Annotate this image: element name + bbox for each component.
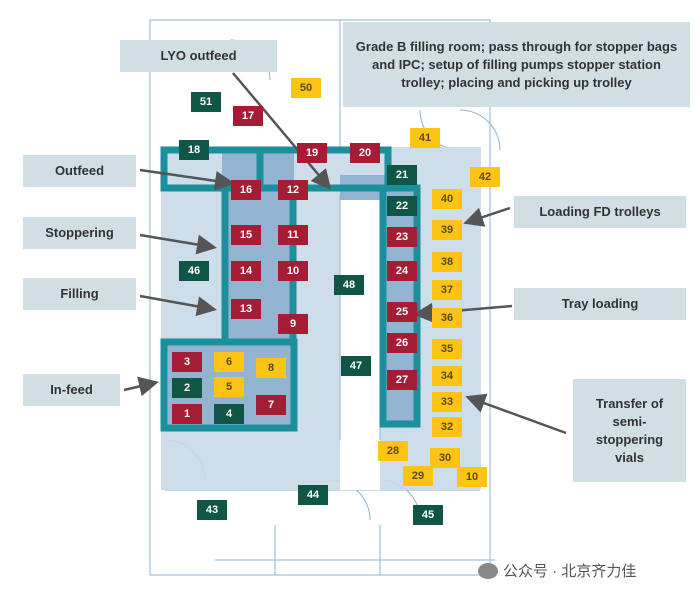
equipment-badge-47: 47 [341, 356, 371, 376]
equipment-badge-34: 34 [432, 366, 462, 386]
label-loading-fd-trolleys: Loading FD trolleys [514, 196, 686, 228]
equipment-badge-22: 22 [387, 196, 417, 216]
label-lyo-outfeed: LYO outfeed [120, 40, 277, 72]
equipment-badge-1: 1 [172, 404, 202, 424]
label-in-feed: In-feed [23, 374, 120, 406]
equipment-badge-10: 10 [457, 467, 487, 487]
equipment-badge-30: 30 [430, 448, 460, 468]
equipment-badge-14: 14 [231, 261, 261, 281]
wechat-icon [478, 562, 498, 579]
equipment-badge-4: 4 [214, 404, 244, 424]
equipment-badge-29: 29 [403, 466, 433, 486]
equipment-badge-42: 42 [470, 167, 500, 187]
equipment-badge-8: 8 [256, 358, 286, 378]
equipment-badge-12: 12 [278, 180, 308, 200]
equipment-badge-25: 25 [387, 302, 417, 322]
equipment-badge-28: 28 [378, 441, 408, 461]
equipment-badge-18: 18 [179, 140, 209, 160]
equipment-badge-32: 32 [432, 417, 462, 437]
label-transfer: Transfer of semi-stoppering vials [573, 379, 686, 482]
label-stoppering: Stoppering [23, 217, 136, 249]
equipment-badge-48: 48 [334, 275, 364, 295]
equipment-badge-20: 20 [350, 143, 380, 163]
equipment-badge-23: 23 [387, 227, 417, 247]
equipment-badge-6: 6 [214, 352, 244, 372]
equipment-badge-50: 50 [291, 78, 321, 98]
equipment-badge-38: 38 [432, 252, 462, 272]
equipment-badge-39: 39 [432, 220, 462, 240]
equipment-badge-26: 26 [387, 333, 417, 353]
equipment-badge-21: 21 [387, 165, 417, 185]
equipment-badge-37: 37 [432, 280, 462, 300]
equipment-badge-3: 3 [172, 352, 202, 372]
equipment-badge-5: 5 [214, 377, 244, 397]
equipment-badge-17: 17 [233, 106, 263, 126]
arrows [123, 72, 567, 435]
equipment-badge-45: 45 [413, 505, 443, 525]
equipment-badge-51: 51 [191, 92, 221, 112]
equipment-badge-33: 33 [432, 392, 462, 412]
equipment-badge-11: 11 [278, 225, 308, 245]
watermark: 公众号 · 北京齐力佳 [478, 560, 636, 581]
equipment-badge-46: 46 [179, 261, 209, 281]
label-filling: Filling [23, 278, 136, 310]
equipment-badge-13: 13 [231, 299, 261, 319]
equipment-badge-24: 24 [387, 261, 417, 281]
equipment-badge-19: 19 [297, 143, 327, 163]
equipment-badge-43: 43 [197, 500, 227, 520]
label-outfeed: Outfeed [23, 155, 136, 187]
equipment-badge-2: 2 [172, 378, 202, 398]
equipment-badge-7: 7 [256, 395, 286, 415]
equipment-badge-15: 15 [231, 225, 261, 245]
watermark-text: 公众号 · 北京齐力佳 [503, 563, 637, 580]
equipment-badge-36: 36 [432, 308, 462, 328]
equipment-badge-41: 41 [410, 128, 440, 148]
equipment-badge-35: 35 [432, 339, 462, 359]
equipment-badge-27: 27 [387, 370, 417, 390]
label-grade-b: Grade B filling room; pass through for s… [343, 22, 690, 107]
equipment-badge-9: 9 [278, 314, 308, 334]
equipment-badge-40: 40 [432, 189, 462, 209]
label-tray-loading: Tray loading [514, 288, 686, 320]
equipment-badge-10: 10 [278, 261, 308, 281]
equipment-badge-44: 44 [298, 485, 328, 505]
equipment-badge-16: 16 [231, 180, 261, 200]
